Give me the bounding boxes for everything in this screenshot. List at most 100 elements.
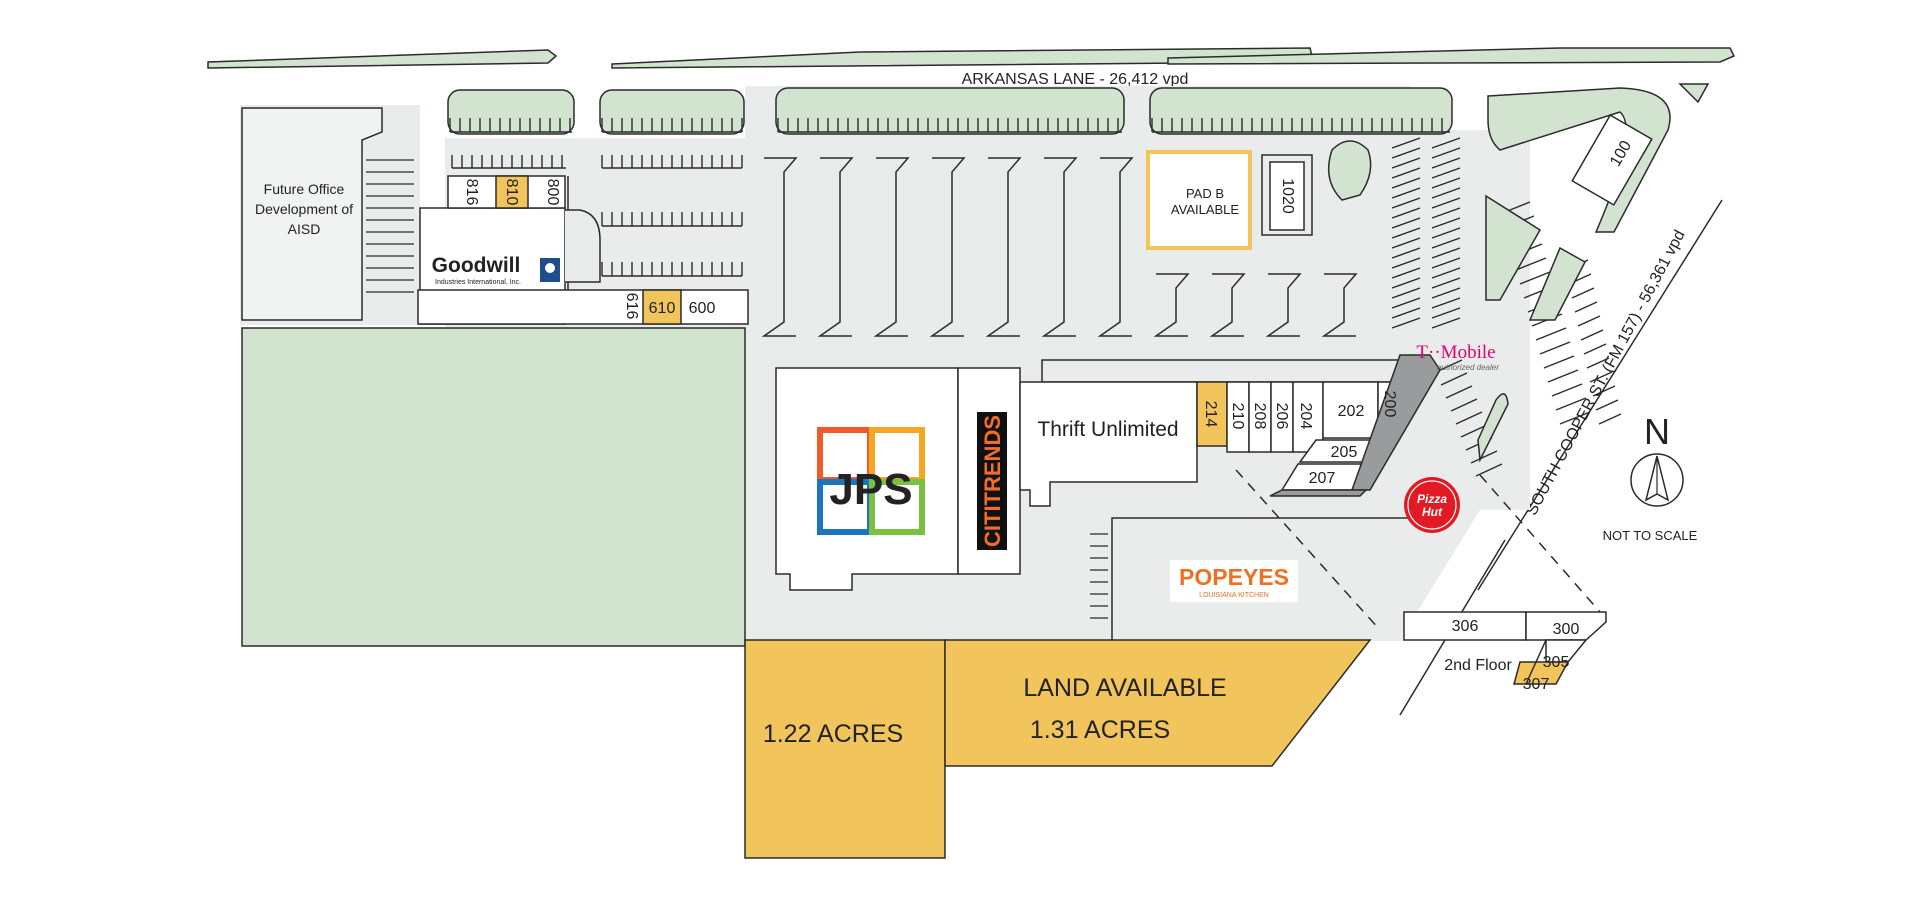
parking-stall-line	[1589, 371, 1613, 383]
unit-810: 810	[503, 179, 520, 206]
parking-stall-line	[1431, 137, 1461, 149]
parking-stall-line	[1431, 177, 1461, 189]
parking-bay-divider	[929, 157, 966, 337]
unit-214: 214	[1202, 401, 1219, 428]
pad-b-parcel[interactable]: PAD B AVAILABLE	[1146, 150, 1252, 250]
parking-bay-divider	[761, 157, 798, 337]
parking-stall-line	[1391, 297, 1421, 309]
parking-stall-line	[1431, 257, 1461, 269]
pad-b-label-2: AVAILABLE	[1171, 202, 1239, 217]
second-floor-label: 2nd Floor	[1444, 657, 1512, 674]
parking-bay-divider	[1209, 273, 1246, 337]
parking-stall-line	[1391, 187, 1421, 199]
parking-islands-top	[447, 87, 1453, 135]
parking-bay-divider	[1265, 273, 1302, 337]
parking-stall-line	[1431, 307, 1461, 319]
thrift-unlimited-label: Thrift Unlimited	[1037, 418, 1178, 441]
parking-stall-line	[1391, 167, 1421, 179]
unit-207: 207	[1309, 470, 1336, 487]
land-available-parcels[interactable]	[744, 639, 1372, 859]
parking-stall-line	[1391, 207, 1421, 219]
parking-stall-line	[1559, 411, 1591, 425]
parking-stall-line	[1391, 267, 1421, 279]
parking-stall-line	[1450, 398, 1478, 412]
parking-stall-line	[1431, 167, 1461, 179]
parking-stall-line	[1595, 399, 1619, 411]
parking-stall-line	[1431, 237, 1461, 249]
land-acres-east: 1.31 ACRES	[1030, 716, 1170, 744]
parking-stall-line	[1431, 157, 1461, 169]
popeyes-parcel: POPEYES LOUISIANA KITCHEN	[1111, 517, 1410, 640]
parking-stall-line	[1539, 341, 1571, 355]
parking-stall-line	[1431, 217, 1461, 229]
future-office-line3: AISD	[288, 221, 321, 237]
parking-stall-line	[1586, 357, 1610, 369]
parcel-1-22-acres[interactable]	[744, 639, 946, 859]
parking-stall-line	[1431, 317, 1461, 329]
unit-206: 206	[1273, 403, 1290, 430]
unit-204: 204	[1297, 403, 1314, 430]
unit-202: 202	[1338, 403, 1365, 420]
parking-stall-line	[1391, 137, 1421, 149]
parking-stall-line	[1391, 177, 1421, 189]
parking-stall-line	[1391, 147, 1421, 159]
pizza-hut-line1: Pizza	[1417, 492, 1447, 506]
arkansas-lane-label: ARKANSAS LANE - 26,412 vpd	[962, 71, 1189, 88]
parking-stall-line	[1391, 247, 1421, 259]
second-floor-units	[1403, 611, 1607, 685]
parking-bay-divider	[1097, 157, 1134, 337]
citi-trends-text: CITITRENDS	[980, 415, 1005, 547]
parking-stall-line	[1580, 329, 1604, 341]
parking-stall-line	[1391, 317, 1421, 329]
parking-bays	[761, 157, 1358, 337]
tmobile-tagline: authorized dealer	[1437, 363, 1499, 372]
parcel-1-31-acres[interactable]	[944, 639, 1372, 767]
building-100: 100	[1477, 83, 1710, 463]
parking-stall-line	[1551, 383, 1583, 397]
parking-stall-line	[1455, 411, 1483, 425]
parking-stall-line	[1543, 355, 1575, 369]
future-office-stalls	[366, 159, 414, 293]
parking-bay-divider	[873, 157, 910, 337]
landscape-block-west	[241, 327, 746, 647]
parking-stall-line	[1547, 369, 1579, 383]
unit-208: 208	[1251, 403, 1268, 430]
unit-300: 300	[1553, 621, 1580, 638]
pizza-hut-logo: Pizza Hut	[1404, 477, 1460, 533]
parking-bay-divider	[1153, 273, 1190, 337]
easement-lines	[1235, 469, 1601, 631]
parking-stall-line	[1592, 385, 1616, 397]
parking-bay-divider	[1041, 157, 1078, 337]
goodwill-units: 816 810 800 616 610 600	[463, 179, 715, 320]
parking-stall-line	[1431, 277, 1461, 289]
unit-305: 305	[1543, 654, 1570, 671]
parking-stall-line	[1391, 277, 1421, 289]
north-letter: N	[1644, 411, 1670, 452]
arkansas-lane-medians	[207, 47, 1736, 69]
parking-stall-line	[1475, 463, 1503, 477]
popeyes-stalls	[1090, 533, 1108, 619]
citi-trends-logo: CITITRENDS	[977, 412, 1007, 550]
parking-stall-line	[1470, 450, 1498, 464]
parking-stall-line	[1391, 257, 1421, 269]
tmobile-logo: T··Mobile authorized dealer	[1416, 342, 1499, 372]
parking-stall-line	[1574, 301, 1598, 313]
parking-stall-line	[1431, 247, 1461, 259]
land-available-title: LAND AVAILABLE	[1023, 674, 1226, 702]
unit-307: 307	[1523, 676, 1550, 693]
goodwill-building: Goodwill Industries International, Inc.	[417, 175, 749, 325]
land-acres-west: 1.22 ACRES	[763, 720, 903, 748]
unit-306: 306	[1452, 618, 1479, 635]
jps-logo: JPS	[812, 422, 930, 540]
parking-stall-line	[1431, 297, 1461, 309]
parking-bay-divider	[817, 157, 854, 337]
parking-stall-line	[1391, 217, 1421, 229]
parking-stall-line	[1519, 271, 1551, 285]
parking-stall-line	[1431, 287, 1461, 299]
future-office-line1: Future Office	[264, 181, 345, 197]
parking-stall-line	[1555, 397, 1587, 411]
pizza-hut-line2: Hut	[1422, 505, 1443, 519]
goodwill-tagline: Industries International, Inc.	[435, 279, 521, 286]
parking-stall-line	[1431, 267, 1461, 279]
